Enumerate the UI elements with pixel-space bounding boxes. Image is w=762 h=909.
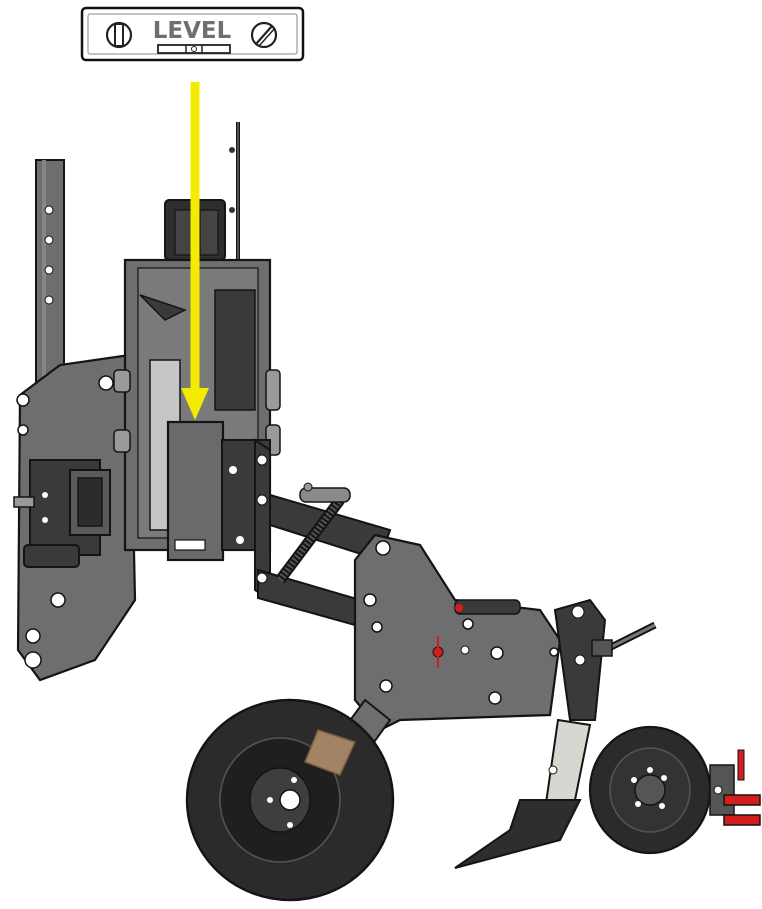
mount-bracket bbox=[13, 353, 137, 682]
gauge-wheel bbox=[185, 698, 395, 902]
rear-attachment bbox=[709, 749, 761, 826]
level-label: LEVEL bbox=[153, 18, 232, 44]
screw-slot-icon bbox=[250, 21, 278, 49]
rear-arm bbox=[553, 598, 657, 721]
screw-slot-icon bbox=[105, 21, 133, 49]
shank bbox=[454, 718, 592, 869]
level-tool: LEVEL bbox=[80, 6, 305, 62]
down-pressure-spring bbox=[275, 482, 351, 584]
closing-disc bbox=[588, 725, 712, 855]
arrow-down-icon bbox=[181, 82, 209, 420]
parallel-linkage bbox=[254, 438, 392, 627]
row-unit-frame bbox=[353, 533, 562, 732]
